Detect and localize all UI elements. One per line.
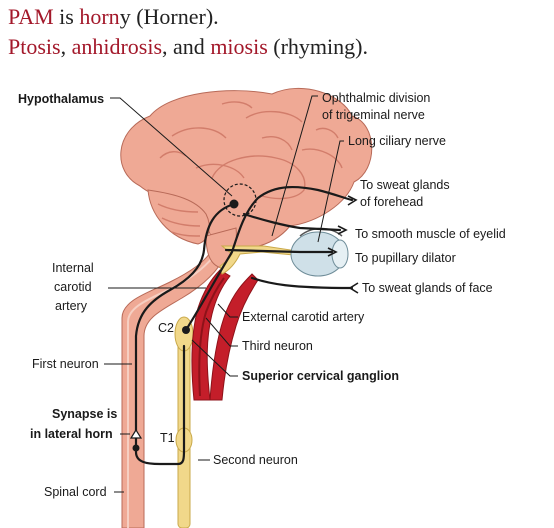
label-internal-carotid-1: Internal	[52, 261, 94, 275]
arrowhead-forehead	[347, 195, 358, 206]
label-sweat-forehead-1: To sweat glands	[360, 178, 450, 192]
label-third-neuron: Third neuron	[242, 339, 313, 353]
eyelid-branch	[242, 212, 342, 232]
label-first-neuron: First neuron	[32, 357, 99, 371]
brain-sulcus-1	[171, 111, 343, 179]
mnemonic-header: PAM is horny (Horner). Ptosis, anhidrosi…	[8, 2, 548, 62]
label-internal-carotid-2: carotid	[54, 280, 92, 294]
arrowhead-pupil	[327, 247, 338, 257]
line2-segment: Ptosis	[8, 34, 61, 59]
label-spinal-cord: Spinal cord	[44, 485, 107, 499]
label-external-carotid: External carotid artery	[242, 310, 365, 324]
label-synapse-2: in lateral horn	[30, 427, 113, 441]
label-second-neuron: Second neuron	[213, 453, 298, 467]
line2-segment: (rhyming).	[267, 34, 368, 59]
brain	[120, 87, 373, 250]
line1-segment: horn	[79, 4, 120, 29]
label-ophthalmic-2: of trigeminal nerve	[322, 108, 425, 122]
label-pupillary: To pupillary dilator	[355, 251, 456, 265]
labels: Hypothalamus Ophthalmic division of trig…	[18, 91, 506, 499]
leader-hypothalamus	[110, 97, 233, 197]
leader-superior-cervical	[191, 339, 238, 377]
arrowhead-eyelid	[337, 225, 348, 235]
face-sweat-branch	[250, 276, 354, 290]
leader-external-carotid	[217, 303, 238, 318]
cerebellum-folds	[157, 203, 201, 237]
label-synapse-1: Synapse is	[52, 407, 117, 421]
label-c2: C2	[158, 321, 174, 335]
line2-segment: anhidrosis	[71, 34, 163, 59]
leader-long-ciliary	[317, 140, 344, 243]
line2-segment: , and	[162, 34, 211, 59]
artery-shading	[198, 277, 225, 397]
hypothalamus-cell-body	[229, 199, 239, 209]
lateral-ventricle	[211, 155, 306, 200]
mnemonic-line-1: PAM is horny (Horner).	[8, 2, 548, 32]
label-t1: T1	[160, 431, 175, 445]
third-neuron-path	[184, 185, 354, 332]
label-sweat-face: To sweat glands of face	[362, 281, 493, 295]
first-neuron-path	[134, 202, 236, 438]
label-hypothalamus: Hypothalamus	[18, 92, 104, 106]
brain-sulcus-2	[159, 101, 339, 159]
mnemonic-line-2: Ptosis, anhidrosis, and miosis (rhyming)…	[8, 32, 548, 62]
label-ophthalmic-1: Ophthalmic division	[322, 91, 430, 105]
neuron-pathways	[129, 185, 359, 466]
label-superior-cervical: Superior cervical ganglion	[242, 369, 399, 383]
line1-segment: is	[53, 4, 80, 29]
label-internal-carotid-3: artery	[55, 299, 88, 313]
leader-lines	[104, 95, 344, 493]
line2-segment: ,	[60, 34, 72, 59]
label-long-ciliary: Long ciliary nerve	[348, 134, 446, 148]
label-sweat-forehead-2: of forehead	[360, 195, 423, 209]
leader-third-neuron	[205, 317, 238, 347]
second-neuron-cell-body	[132, 444, 140, 452]
pupillary-branch	[224, 248, 334, 254]
ganglion-cell-body	[182, 326, 190, 334]
second-neuron-path	[134, 344, 186, 466]
cerebellum	[147, 189, 210, 245]
eye	[290, 227, 349, 277]
label-smooth-muscle: To smooth muscle of eyelid	[355, 227, 506, 241]
synapse-marker	[129, 428, 143, 439]
leader-ophthalmic	[271, 95, 318, 237]
line1-segment: PAM	[8, 4, 54, 29]
eye-lens	[331, 239, 349, 269]
arrowhead-face	[348, 282, 359, 294]
line2-segment: miosis	[210, 34, 268, 59]
line1-segment: y (Horner).	[119, 4, 219, 29]
